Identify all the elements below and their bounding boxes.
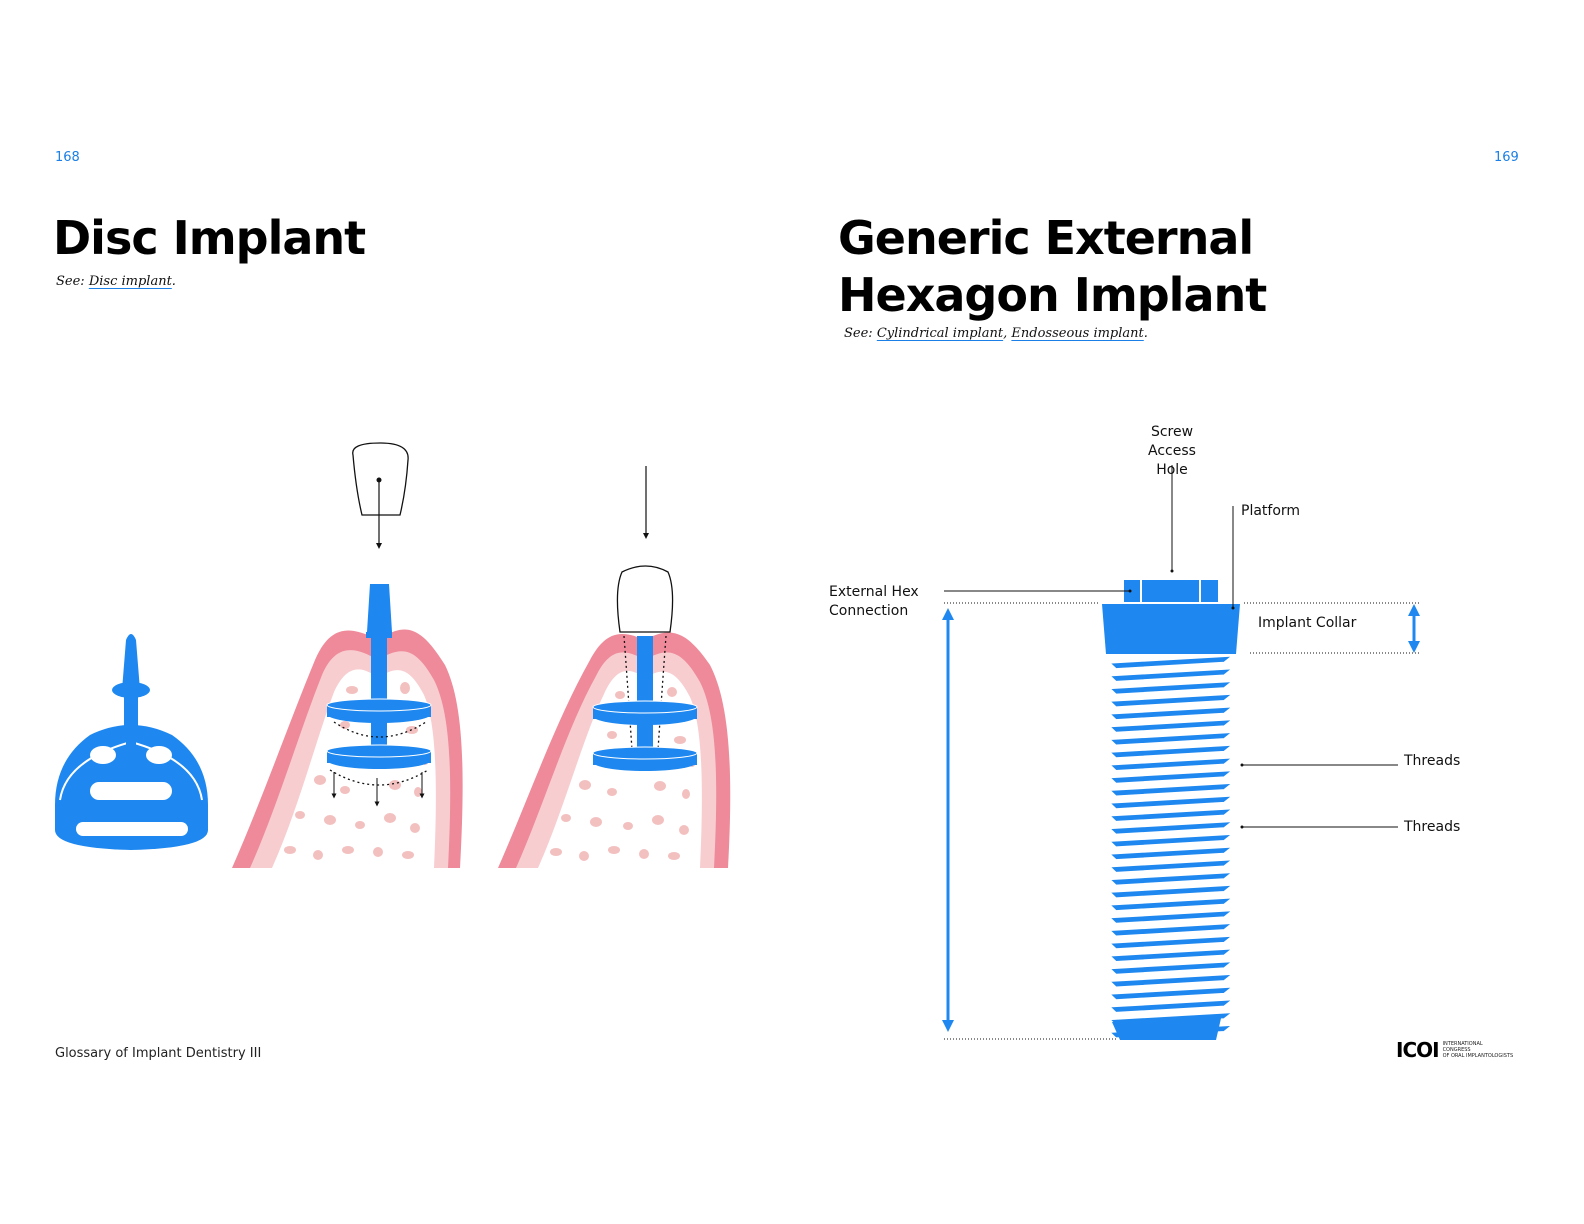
title-line-2: Hexagon Implant xyxy=(838,268,1267,322)
label-external-hex-line1: External Hex xyxy=(829,584,919,600)
logo-line-3: OF ORAL IMPLANTOLOGISTS xyxy=(1442,1053,1514,1059)
thread-ridge xyxy=(1108,973,1234,988)
icoi-logo: ICOI INTERNATIONAL CONGRESS OF ORAL IMPL… xyxy=(1396,1038,1514,1062)
thread-ridge xyxy=(1108,820,1234,835)
see-suffix: . xyxy=(171,274,176,289)
thread-ridge xyxy=(1108,655,1234,670)
see-prefix: See: xyxy=(56,274,89,289)
label-implant-collar: Implant Collar xyxy=(1258,615,1357,631)
thread-ridge xyxy=(1108,960,1234,975)
logo-line-2: CONGRESS xyxy=(1442,1047,1471,1053)
thread-ridge xyxy=(1108,744,1234,759)
external-hex-implant xyxy=(942,465,1420,1040)
logo-text: INTERNATIONAL CONGRESS OF ORAL IMPLANTOL… xyxy=(1443,1041,1514,1059)
thread-ridge xyxy=(1108,897,1234,912)
label-screw-access-line2: Hole xyxy=(1156,462,1188,478)
disc-implant-insertion xyxy=(232,442,463,868)
implant-apex xyxy=(1112,1014,1222,1040)
label-threads-2: Threads xyxy=(1404,819,1461,835)
thread-ridge xyxy=(1108,668,1234,683)
thread-ridge xyxy=(1108,833,1234,848)
label-screw-access-line1: Screw Access xyxy=(1148,424,1196,459)
label-platform: Platform xyxy=(1241,503,1301,519)
see-also-left: See: Disc implant. xyxy=(56,274,176,289)
thread-ridge xyxy=(1108,909,1234,925)
thread-ridge xyxy=(1108,693,1234,708)
see-prefix: See: xyxy=(844,326,877,341)
thread-ridge xyxy=(1108,782,1234,797)
page-number-left: 168 xyxy=(55,150,80,165)
footer-book-title: Glossary of Implant Dentistry III xyxy=(55,1046,262,1061)
thread-ridge xyxy=(1108,948,1234,963)
label-external-hex-connection: External Hex Connection xyxy=(829,583,919,621)
link-disc-implant[interactable]: Disc implant xyxy=(88,274,172,289)
thread-ridge xyxy=(1108,922,1234,937)
thread-ridge xyxy=(1108,935,1234,950)
thread-ridge xyxy=(1108,706,1234,721)
thread-ridge xyxy=(1108,718,1234,734)
see-suffix: . xyxy=(1143,326,1148,341)
thread-ridge xyxy=(1108,808,1234,823)
thread-ridge xyxy=(1108,871,1234,886)
thread-ridge xyxy=(1108,846,1234,861)
thread-ridge xyxy=(1108,731,1234,746)
label-threads-1: Threads xyxy=(1404,753,1461,769)
page-title-hex-implant: Generic External Hexagon Implant xyxy=(838,210,1267,324)
label-screw-access-hole: Screw Access Hole xyxy=(1128,423,1216,480)
see-separator: , xyxy=(1003,326,1012,341)
thread-ridge xyxy=(1108,986,1234,1001)
page-number-right: 169 xyxy=(1494,150,1519,165)
thread-ridge xyxy=(1108,999,1234,1014)
thread-ridge xyxy=(1108,795,1234,810)
logo-mark: ICOI xyxy=(1396,1038,1440,1062)
thread-ridge xyxy=(1108,680,1234,695)
link-cylindrical-implant[interactable]: Cylindrical implant xyxy=(876,326,1004,341)
page-title-disc-implant: Disc Implant xyxy=(53,211,366,265)
thread-ridge xyxy=(1108,757,1234,772)
label-external-hex-line2: Connection xyxy=(829,603,909,619)
title-line-1: Generic External xyxy=(838,211,1254,265)
disc-implant-with-crown xyxy=(498,466,731,868)
link-endosseous-implant[interactable]: Endosseous implant xyxy=(1011,326,1144,341)
logo-line-1: INTERNATIONAL xyxy=(1442,1041,1483,1047)
thread-ridge xyxy=(1108,769,1234,784)
disc-implant-standalone xyxy=(55,634,208,850)
see-also-right: See: Cylindrical implant, Endosseous imp… xyxy=(844,326,1148,341)
thread-ridge xyxy=(1108,884,1234,899)
thread-ridge xyxy=(1108,859,1234,874)
